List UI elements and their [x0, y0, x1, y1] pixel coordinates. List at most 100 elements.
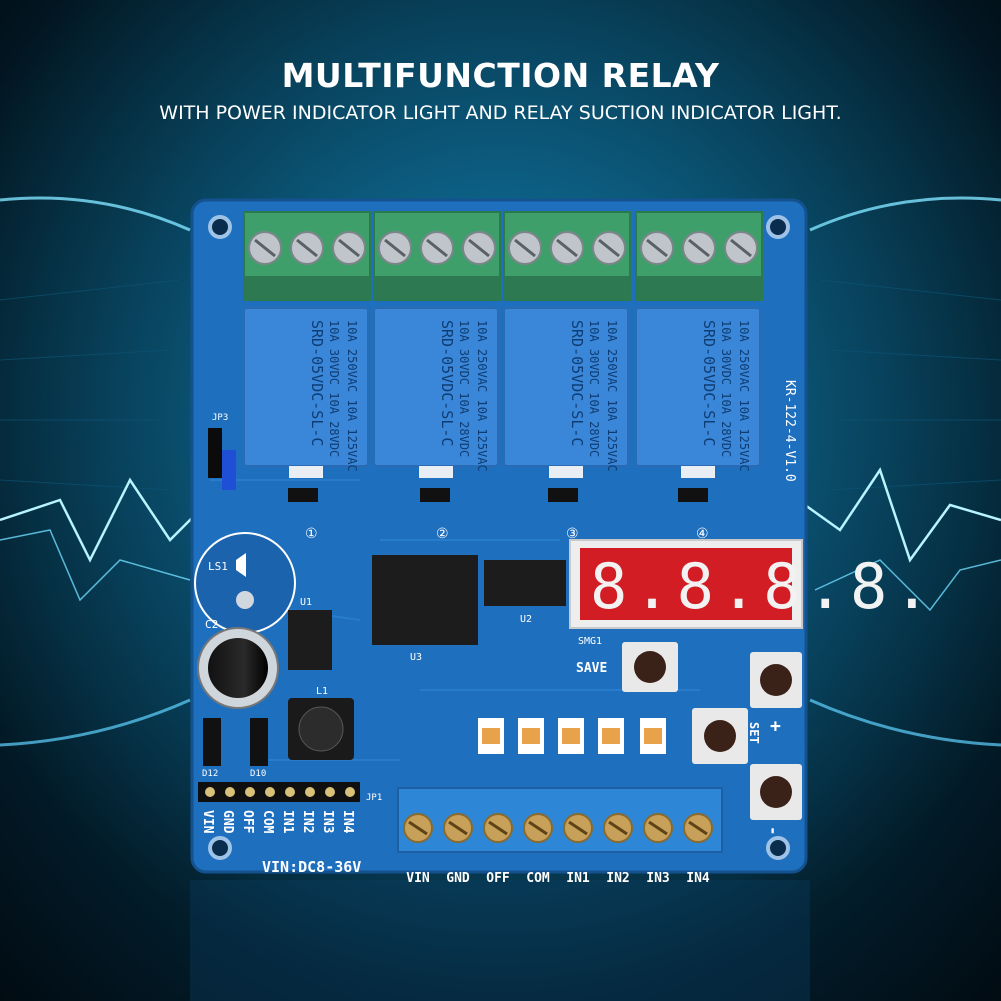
screw-icon[interactable] — [563, 813, 593, 843]
terminal-label: COM — [526, 871, 550, 886]
minus-button[interactable] — [750, 764, 802, 820]
terminal-label: OFF — [486, 871, 510, 886]
indicator-leds — [288, 488, 708, 754]
pin — [285, 787, 295, 797]
u3-label: U3 — [410, 652, 422, 663]
terminal-label: IN4 — [686, 871, 710, 886]
buzzer: LS1 — [194, 532, 296, 634]
pin — [265, 787, 275, 797]
screw-icon[interactable] — [682, 231, 716, 265]
relay-2: 10A 250VAC 10A 125VAC 10A 30VDC 10A 28VDC… — [373, 307, 499, 478]
c2-label: C2 — [205, 618, 218, 631]
jp3-label: JP3 — [212, 413, 228, 423]
set-button[interactable] — [692, 708, 748, 764]
page-subtitle: WITH POWER INDICATOR LIGHT AND RELAY SUC… — [159, 102, 842, 124]
screw-icon[interactable] — [332, 231, 366, 265]
relay-rating-text: 10A 30VDC 10A 28VDC — [587, 320, 601, 457]
save-button[interactable] — [622, 642, 678, 692]
screw-icon[interactable] — [724, 231, 758, 265]
input-led — [640, 718, 666, 754]
plus-label: + — [770, 716, 781, 737]
screw-icon[interactable] — [643, 813, 673, 843]
screw-icon[interactable] — [420, 231, 454, 265]
diodes: D12 D10 — [202, 718, 268, 779]
push-buttons: SAVE SET + - — [576, 642, 802, 836]
screw-icon[interactable] — [508, 231, 542, 265]
pin-label: IN3 — [320, 810, 335, 833]
terminal-label: VIN — [406, 871, 430, 886]
save-label: SAVE — [576, 661, 607, 676]
d12-label: D12 — [202, 769, 218, 779]
plus-button[interactable] — [750, 652, 802, 708]
screw-icon[interactable] — [603, 813, 633, 843]
buzzer-label: LS1 — [208, 560, 228, 573]
relay-3: 10A 250VAC 10A 125VAC 10A 30VDC 10A 28VDC… — [503, 307, 629, 478]
model-label: KR-122-4-V1.0 — [782, 380, 797, 482]
page-title: MULTIFUNCTION RELAY — [281, 56, 720, 95]
terminal-label: IN2 — [606, 871, 629, 886]
green-terminal-blocks — [243, 211, 763, 301]
screw-icon[interactable] — [550, 231, 584, 265]
relay-number: ① — [305, 526, 318, 542]
relay-rating-text: 10A 30VDC 10A 28VDC — [457, 320, 471, 457]
status-led — [288, 488, 318, 502]
screw-icon[interactable] — [443, 813, 473, 843]
terminal-label: IN1 — [566, 871, 590, 886]
relay-rating-text: 10A 250VAC 10A 125VAC — [475, 320, 489, 472]
screw-icon[interactable] — [290, 231, 324, 265]
pin — [305, 787, 315, 797]
pin — [345, 787, 355, 797]
u2-label: U2 — [520, 614, 532, 625]
input-terminal-block — [397, 787, 723, 853]
pin — [245, 787, 255, 797]
screw-icon[interactable] — [683, 813, 713, 843]
pin-label: VIN — [200, 810, 215, 834]
screw-icon[interactable] — [248, 231, 282, 265]
green-terminal-1 — [243, 211, 371, 301]
screw-icon[interactable] — [403, 813, 433, 843]
relay-rating-text: 10A 30VDC 10A 28VDC — [327, 320, 341, 457]
set-label: SET — [747, 722, 761, 744]
terminal-label: GND — [446, 871, 470, 886]
screw-icon[interactable] — [640, 231, 674, 265]
input-led — [518, 718, 544, 754]
status-led — [548, 488, 578, 502]
ics: U3 U2 U1 — [288, 555, 566, 670]
display-digits: 8.8.8.8. — [590, 550, 937, 623]
screw-icon[interactable] — [483, 813, 513, 843]
d10-label: D10 — [250, 769, 266, 779]
capacitor-c2: C2 — [197, 618, 279, 709]
relay-rating-text: 10A 30VDC 10A 28VDC — [719, 320, 733, 457]
vin-label: VIN:DC8-36V — [262, 858, 361, 876]
terminal-label: IN3 — [646, 871, 669, 886]
pin-label: COM — [260, 810, 275, 834]
relay-number: ③ — [566, 526, 579, 542]
screw-icon[interactable] — [523, 813, 553, 843]
inductor-l1: L1 — [288, 686, 354, 760]
relay-rating-text: SRD-05VDC-SL-C — [308, 320, 326, 446]
green-terminal-4 — [635, 211, 763, 301]
screw-icon[interactable] — [378, 231, 412, 265]
status-led — [420, 488, 450, 502]
screw-icon[interactable] — [462, 231, 496, 265]
status-led — [678, 488, 708, 502]
u1-label: U1 — [300, 597, 312, 608]
pin-label: GND — [220, 810, 235, 834]
display-label: SMG1 — [578, 636, 602, 647]
minus-label: - — [764, 826, 783, 836]
pin-label: IN4 — [340, 810, 355, 834]
green-terminal-2 — [373, 211, 501, 301]
pin-label: IN2 — [300, 810, 315, 833]
header-pins: JP1 — [198, 782, 382, 803]
pin-label: OFF — [240, 810, 255, 834]
screw-icon[interactable] — [592, 231, 626, 265]
relay-rating-text: 10A 250VAC 10A 125VAC — [605, 320, 619, 472]
relay-rating-text: SRD-05VDC-SL-C — [700, 320, 718, 446]
jumper-jp3: JP3 — [208, 413, 236, 490]
relay-number: ② — [436, 526, 449, 542]
pin — [325, 787, 335, 797]
